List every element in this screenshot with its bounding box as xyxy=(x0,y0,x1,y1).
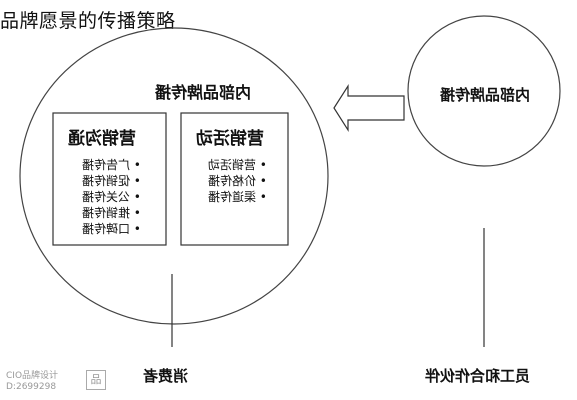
diagram-title: 品牌愿景的传播策略 xyxy=(0,10,176,32)
right-box xyxy=(180,112,289,246)
right-box-item: • 渠道传播 xyxy=(208,190,267,204)
watermark-badge: 品 xyxy=(86,370,106,390)
left-box-item: • 公关传播 xyxy=(82,190,141,204)
left-box-title-text: 营销沟通 xyxy=(68,129,136,149)
small-circle xyxy=(407,15,561,167)
left-box-item: • 广告传播 xyxy=(82,158,141,172)
small-circle-label: 内部品牌传播 xyxy=(430,84,540,105)
left-box-title: 营销沟通 xyxy=(68,124,136,149)
watermark-line1: CIO品牌设计 xyxy=(6,371,59,381)
left-box-item: • 促销传播 xyxy=(82,174,141,188)
right-box-items: • 营销活动 • 价格传播 • 渠道传播 xyxy=(208,157,267,205)
partner-label: 员工和合作伙伴 xyxy=(425,365,530,386)
left-box-items: • 广告传播 • 促销传播 • 公关传播 • 推销传播 • 口碑传播 xyxy=(82,157,141,237)
left-box-item: • 推销传播 xyxy=(82,206,141,220)
watermark: CIO品牌设计 D:2699298 xyxy=(6,371,58,393)
small-circle-label-text: 内部品牌传播 xyxy=(439,86,530,104)
watermark-line2: D:2699298 xyxy=(6,382,57,392)
right-box-title: 营销活动 xyxy=(196,124,264,149)
big-circle xyxy=(19,27,329,325)
partner-label-text: 员工和合作伙伴 xyxy=(425,367,531,385)
right-box-title-text: 营销活动 xyxy=(196,129,264,149)
left-box xyxy=(52,112,167,246)
right-box-item: • 价格传播 xyxy=(208,174,267,188)
big-circle-label: 内部品牌传播 xyxy=(118,79,288,103)
left-box-item: • 口碑传播 xyxy=(82,222,141,236)
arrow-left xyxy=(333,83,405,133)
consumer-label-text: 消费者 xyxy=(143,367,189,385)
big-circle-label-text: 内部品牌传播 xyxy=(154,83,251,102)
consumer-label: 消费者 xyxy=(143,365,188,386)
right-box-item: • 营销活动 xyxy=(208,158,267,172)
